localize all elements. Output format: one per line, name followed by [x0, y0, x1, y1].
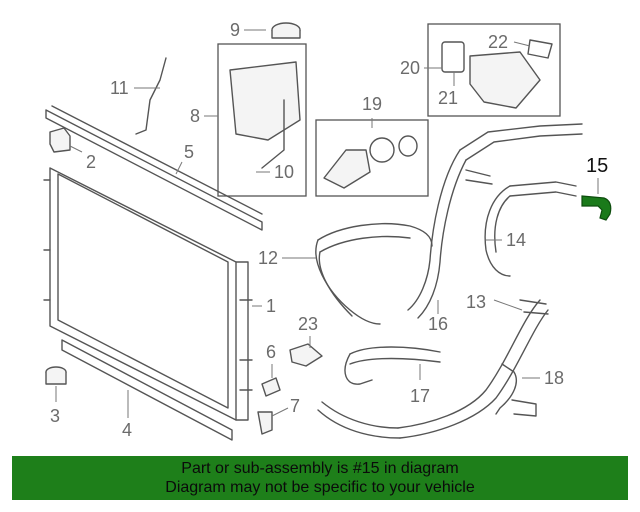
water-outlet-box	[427, 23, 561, 117]
banner-line-2: Diagram may not be specific to your vehi…	[165, 479, 475, 496]
callout-4: 4	[122, 420, 132, 440]
callout-14: 14	[506, 230, 526, 250]
callout-17: 17	[410, 386, 430, 406]
callout-11: 11	[110, 78, 129, 98]
leader-lines	[55, 29, 599, 418]
callout-5: 5	[184, 142, 194, 162]
callout-15: 15	[586, 155, 608, 177]
callout-16: 16	[428, 314, 448, 334]
lower-hose-13	[317, 299, 549, 439]
heater-hose-14	[484, 181, 577, 277]
callout-23: 23	[298, 314, 318, 334]
bracket-part	[49, 127, 71, 153]
radiator	[43, 167, 253, 421]
sensor-6	[261, 377, 281, 397]
thermostat-box	[315, 119, 429, 197]
drain-plug	[45, 366, 67, 385]
callout-19: 19	[362, 94, 382, 114]
callout-1: 1	[266, 296, 276, 316]
callout-8: 8	[190, 106, 200, 126]
sensor-7	[257, 411, 273, 435]
info-banner: Part or sub-assembly is #15 in diagram D…	[12, 456, 628, 500]
callout-13: 13	[466, 292, 486, 312]
callout-18: 18	[544, 368, 564, 388]
highlighted-part-15	[581, 195, 612, 221]
lower-radiator-seal	[61, 339, 233, 441]
callout-7: 7	[290, 396, 300, 416]
callout-10: 10	[274, 162, 294, 182]
callout-9: 9	[230, 20, 240, 40]
cooling-system-diagram: 2 5 9 8 11 10 12 1 6 7 23 3 4 19 20 21 2…	[43, 20, 612, 441]
callout-21: 21	[438, 88, 458, 108]
radiator-hose-upper	[407, 123, 583, 319]
callout-6: 6	[266, 342, 276, 362]
callout-20: 20	[400, 58, 420, 78]
sensor-harness	[135, 57, 167, 135]
upper-radiator-seal	[45, 105, 263, 231]
callout-labels: 2 5 9 8 11 10 12 1 6 7 23 3 4 19 20 21 2…	[50, 20, 608, 440]
hose-17	[344, 346, 441, 385]
callout-22: 22	[488, 32, 508, 52]
callout-12: 12	[258, 248, 278, 268]
sensor-23	[289, 343, 323, 367]
banner-line-1: Part or sub-assembly is #15 in diagram	[181, 460, 459, 477]
hose-18	[495, 363, 537, 417]
reservoir-cap	[271, 22, 301, 39]
callout-3: 3	[50, 406, 60, 426]
reservoir-assembly-box	[217, 43, 307, 197]
callout-2: 2	[86, 152, 96, 172]
radiator-hose-12	[315, 223, 433, 325]
